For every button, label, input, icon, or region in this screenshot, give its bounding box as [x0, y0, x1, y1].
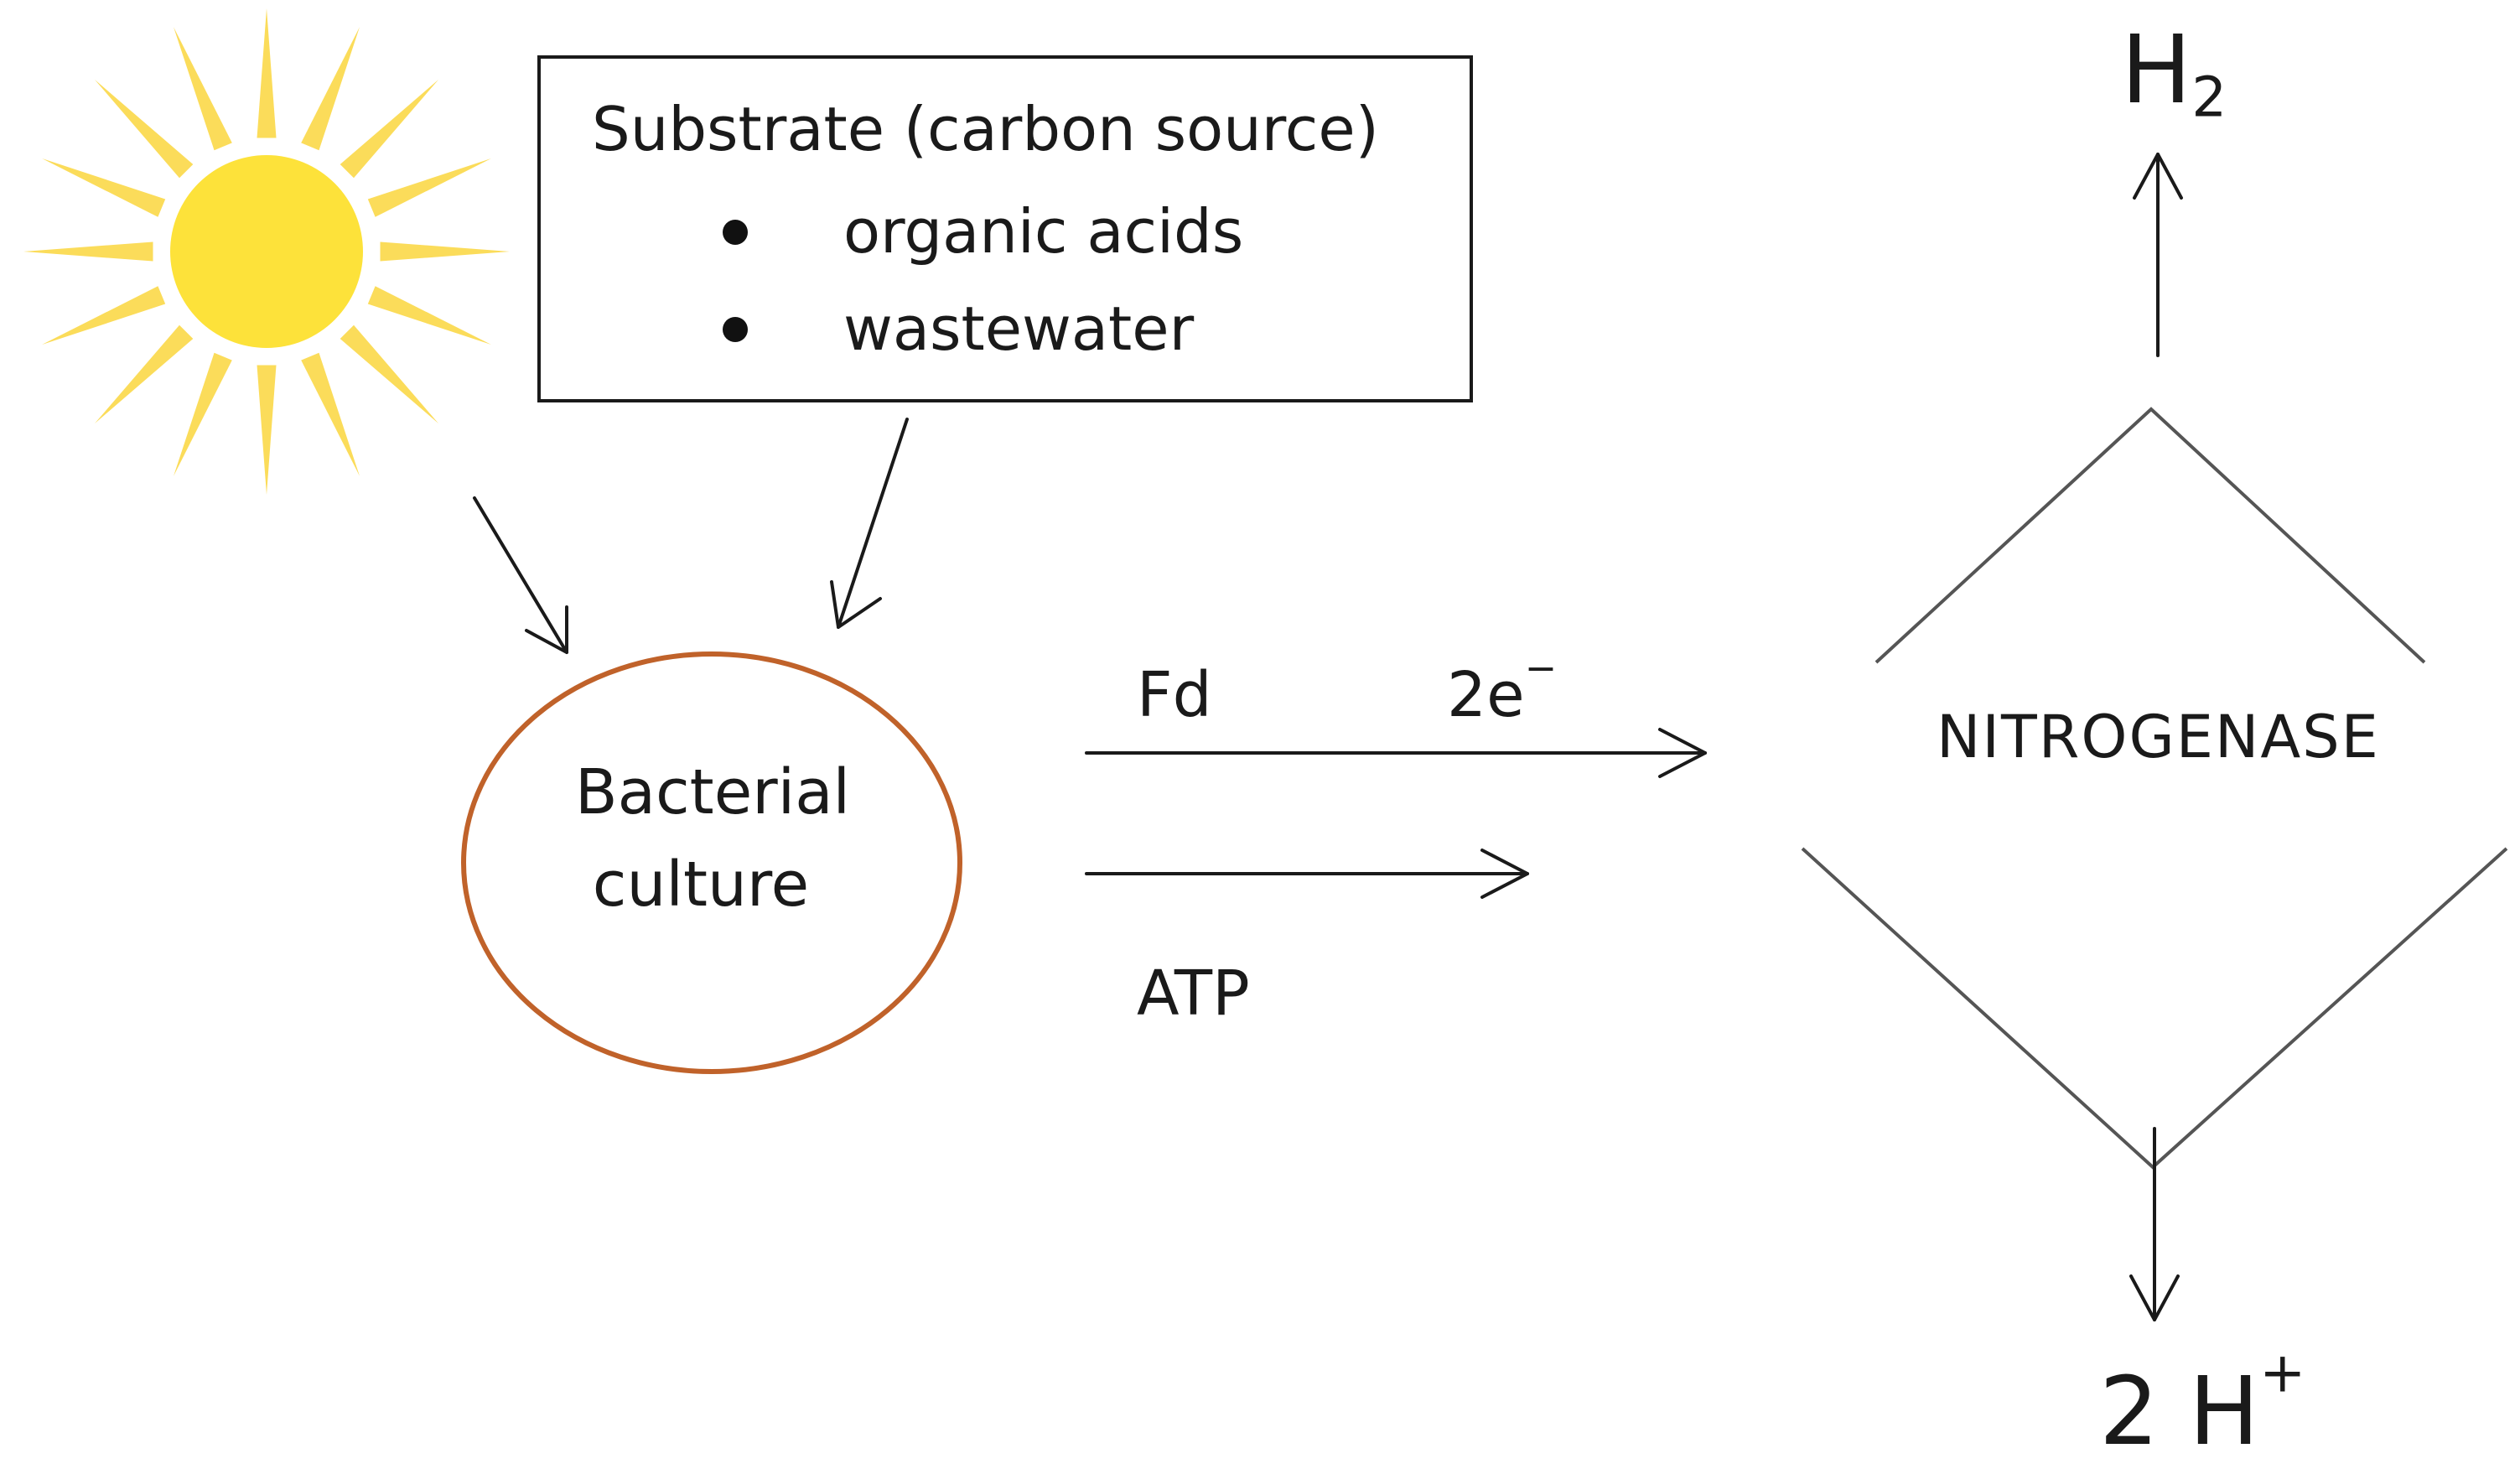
sun-ray [174, 27, 232, 151]
sun-ray [94, 324, 194, 424]
sun-ray [340, 324, 439, 424]
fd-label: Fd [1137, 659, 1212, 731]
h2-product-label: H2 [2121, 23, 2227, 125]
culture-label-line1: Bacterial [574, 756, 851, 828]
proton-input-arrow [2129, 1127, 2180, 1321]
atp-label: ATP [1137, 958, 1250, 1030]
sun-ray [42, 158, 166, 217]
proton-reactant-label: 2 H+ [2099, 1345, 2305, 1459]
sun-ray [174, 352, 232, 476]
culture-label-line2: culture [592, 849, 810, 921]
h2-subscript: 2 [2191, 65, 2227, 130]
sun-ray [94, 79, 194, 179]
sun-ray [301, 27, 360, 151]
h2-release-arrow [2133, 153, 2183, 357]
electron-transfer-arrow [1085, 728, 1707, 778]
proton-charge: + [2259, 1340, 2306, 1405]
substrate-title: Substrate (carbon source) [592, 94, 1379, 164]
nitrogenase-label: NITROGENASE [1937, 703, 2380, 771]
proton-symbol: 2 H [2099, 1357, 2260, 1466]
sun-ray [340, 79, 439, 179]
bullet-dot [723, 317, 748, 342]
electrons-text: 2e [1447, 659, 1525, 731]
sun-ray [367, 286, 491, 345]
sun-ray [380, 241, 510, 262]
nitrogenase-diamond [1801, 407, 2508, 1170]
substrate-item-wastewater: wastewater [843, 293, 1195, 364]
substrate-arrow [830, 418, 909, 629]
bacterial-culture-ellipse [461, 651, 962, 1074]
bullet-dot [723, 220, 748, 245]
sun-icon [23, 8, 510, 495]
sun-ray [367, 158, 491, 217]
substrate-box [537, 55, 1473, 402]
atp-transfer-arrow [1085, 849, 1529, 899]
electrons-label: 2e− [1447, 649, 1557, 726]
electron-charge: − [1524, 645, 1558, 691]
h2-symbol: H [2121, 16, 2192, 125]
sun-ray [23, 241, 153, 262]
sun-ray [257, 365, 277, 495]
sun-ray [301, 352, 360, 476]
sun-ray [42, 286, 166, 345]
sun-ray [257, 8, 277, 138]
substrate-item-organic-acids: organic acids [843, 196, 1244, 267]
sunlight-arrow [473, 496, 568, 654]
